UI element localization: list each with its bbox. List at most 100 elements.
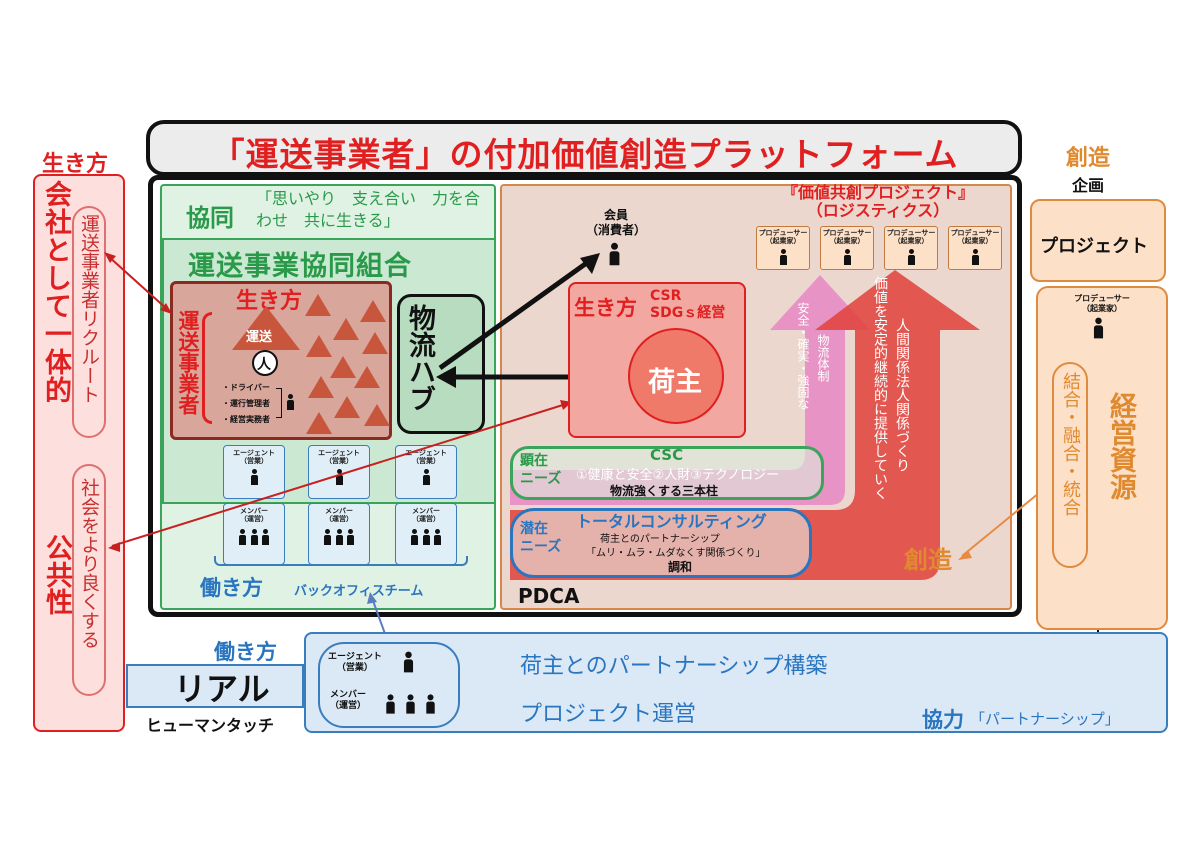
bottom-line1: 荷主とのパートナーシップ構築 — [520, 654, 828, 679]
producer-label: プロデューサー （起業家） — [758, 229, 808, 245]
member-arrow-head — [580, 253, 600, 274]
right-sozo: 創造 — [1066, 146, 1111, 171]
mini-triangle — [306, 335, 332, 357]
kaisha-label: 会社として一体的 — [40, 180, 71, 404]
red-arrow-label: 価値を安定的継続的に提供していく — [872, 276, 888, 500]
hito-circle — [252, 350, 278, 376]
agent-box: エージェント （営業） — [308, 445, 370, 499]
member-label: メンバー （運営） — [240, 507, 268, 523]
shakai-arrow — [111, 403, 567, 547]
right-resource-box — [1036, 286, 1168, 630]
consumer-member-label: 会員 （消費者） — [586, 208, 647, 237]
person-icon — [907, 249, 916, 265]
recruit-arrow-tail — [104, 252, 116, 263]
ninushi-label: 荷主 — [648, 367, 702, 398]
pink-arrow-label-2: 物流体制 — [816, 334, 830, 382]
producer-card: プロデューサー （起業家） — [756, 226, 810, 270]
right-kikaku: 企画 — [1072, 176, 1105, 195]
agent-label: エージェント （営業） — [318, 449, 360, 465]
agent-label: エージェント （営業） — [233, 449, 275, 465]
partnership-label: 「パートナーシップ」 — [970, 710, 1120, 728]
right-producer-icon — [1093, 317, 1104, 340]
shipper-ikikata: 生き方 — [574, 296, 637, 320]
person-icon — [433, 529, 442, 545]
mini-triangle — [362, 332, 388, 354]
consulting-box — [510, 508, 812, 578]
recruit-arrow-head — [160, 303, 172, 314]
member-label: メンバー （運営） — [412, 507, 440, 523]
real-label: リアル — [174, 670, 270, 708]
recruit-arrow — [107, 255, 169, 311]
keiei-label: 経営資源 — [1105, 392, 1136, 500]
person-icon — [238, 529, 247, 545]
ketsugo-label: 結合・融合・統合 — [1060, 372, 1081, 516]
csc-label: CSC — [650, 446, 684, 464]
right-project-box — [1030, 199, 1166, 282]
hub-arrow-head — [436, 366, 456, 388]
left-column — [33, 174, 125, 732]
mini-triangle — [354, 366, 380, 388]
hatarakikata-label: 働き方 — [200, 576, 263, 600]
mini-triangle — [308, 376, 334, 398]
member-label: メンバー （運営） — [325, 507, 353, 523]
role-admin: ・経営実務者 — [222, 415, 270, 424]
person-icon — [843, 249, 852, 265]
person-icon — [250, 469, 259, 485]
person-icon — [335, 529, 344, 545]
ketsugo-box — [1052, 362, 1088, 568]
pdca-label: PDCA — [518, 584, 580, 608]
person-icon — [261, 529, 270, 545]
person-icon — [335, 469, 344, 485]
carrier-person-icon — [286, 394, 295, 414]
bottom-line2: プロジェクト運営 — [520, 702, 697, 727]
carrier-brace — [202, 312, 212, 424]
kyodo-label: 協同 — [186, 204, 234, 232]
mini-triangle — [333, 318, 359, 340]
producer-label: プロデューサー （起業家） — [886, 229, 936, 245]
person-icon — [779, 249, 788, 265]
recruit-box — [72, 206, 106, 438]
person-icon — [422, 529, 431, 545]
csc-items: ①健康と安全②人財③テクノロジー — [576, 468, 780, 483]
mini-triangle — [330, 356, 356, 378]
role-driver: ・ドライバー — [222, 383, 270, 392]
producer-card: プロデューサー （起業家） — [884, 226, 938, 270]
human-label: ヒューマンタッチ — [146, 716, 275, 735]
role-bracket — [276, 388, 282, 418]
person-icon — [346, 529, 355, 545]
right-producer-label: プロデューサー （起業家） — [1074, 294, 1130, 313]
sozo-label: 創造 — [904, 546, 952, 574]
person-icon — [405, 694, 416, 714]
producer-card: プロデューサー （起業家） — [948, 226, 1002, 270]
member-box: メンバー （運営） — [308, 503, 370, 565]
red-arrow-label-2: 人間関係法人関係づくり — [894, 318, 910, 472]
kenzai-label: 顕在 ニーズ — [520, 453, 562, 487]
union-label: 運送事業協同組合 — [188, 251, 412, 282]
backoffice-label: バックオフィスチーム — [294, 584, 424, 599]
page-title: 「運送事業者」の付加価値創造プラットフォーム — [211, 135, 959, 174]
person-icon — [971, 249, 980, 265]
person-icon — [422, 469, 431, 485]
member-box: メンバー （運営） — [395, 503, 457, 565]
producer-label: プロデューサー （起業家） — [950, 229, 1000, 245]
resource-arrow — [961, 483, 1051, 557]
shakai-label: 社会をより良くする — [78, 478, 100, 649]
producer-label: プロデューサー （起業家） — [822, 229, 872, 245]
unso-triangle — [232, 306, 300, 350]
person-icon — [425, 694, 436, 714]
agent-box: エージェント （営業） — [223, 445, 285, 499]
resource-arrow-tail — [958, 550, 972, 560]
agent-label: エージェント （営業） — [405, 449, 447, 465]
person-icon — [323, 529, 332, 545]
real-box — [126, 664, 304, 708]
senzai-label: 潜在 ニーズ — [520, 521, 562, 555]
person-icon — [250, 529, 259, 545]
member-arrow — [438, 259, 590, 371]
muri-label: 「ムリ・ムラ・ムダなくす関係づくり」 — [586, 548, 766, 559]
jigyosha-label: 運送事業者 — [176, 310, 200, 415]
role-manager: ・運行管理者 — [222, 399, 270, 408]
unso-label: 運送 — [246, 330, 273, 345]
mini-triangle — [334, 396, 360, 418]
person-icon — [410, 529, 419, 545]
pink-arrow-label: 安全・確実・強固な — [796, 302, 810, 410]
